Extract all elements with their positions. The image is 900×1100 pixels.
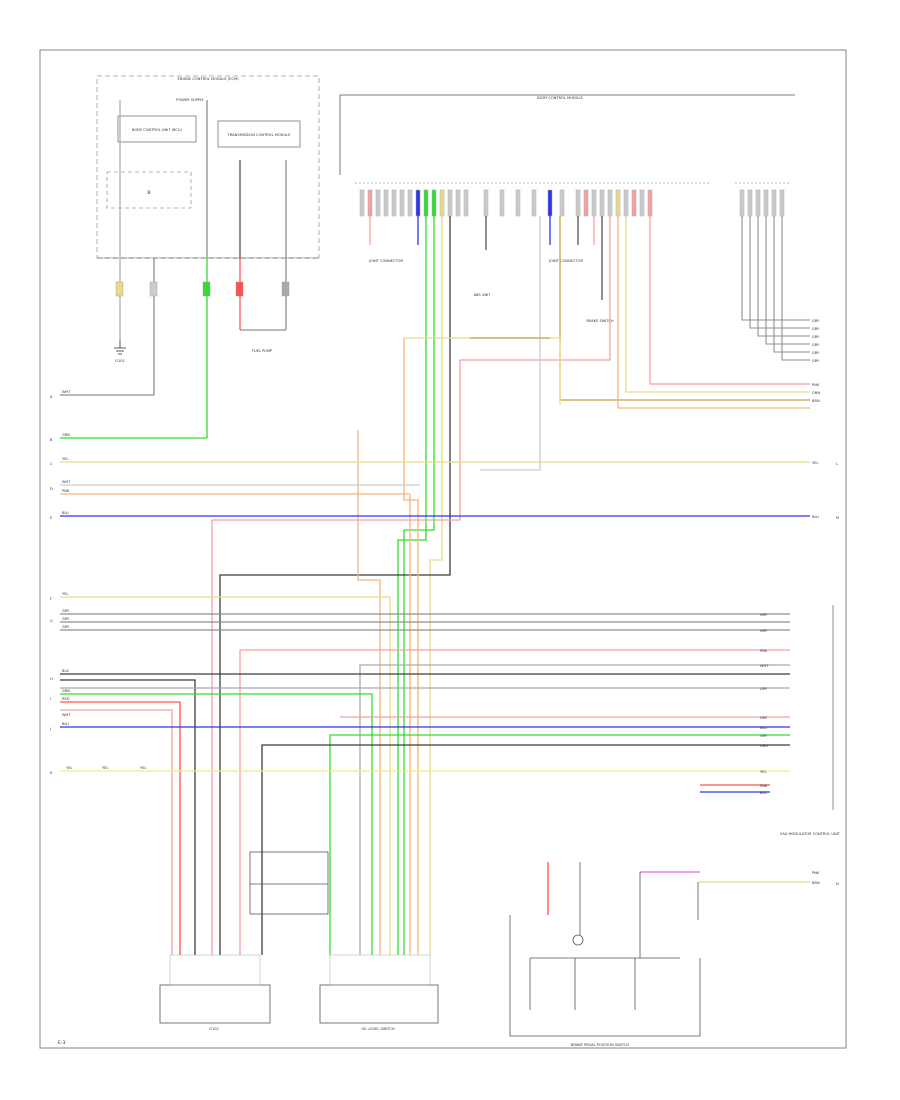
wire-label: BLK <box>62 669 69 673</box>
wire-label: PNK <box>760 649 768 653</box>
wire-label: GRY <box>760 687 768 691</box>
wire-label: GRY <box>760 734 768 738</box>
block-mark: B <box>147 190 150 196</box>
wire-label: BRN <box>812 881 820 885</box>
wire-label: YEL <box>102 766 108 770</box>
left-wire-labels: WHT GRN YEL WHT PNK BLU YEL GRY GRY GRY … <box>62 390 146 770</box>
vsa-label: VSA MODULATOR CONTROL UNIT <box>780 832 841 836</box>
wire-label: GRN <box>62 433 70 437</box>
wire-label: YEL <box>62 457 68 461</box>
wire-label: GRY <box>62 617 70 621</box>
wire-label: BRN <box>812 399 820 403</box>
sub-block-label: BODY CONTROL UNIT (BCU) <box>132 128 182 132</box>
lower-left-connector <box>159 954 271 1024</box>
wire-label: BLU <box>812 515 819 519</box>
wire-label: GRY <box>812 359 820 363</box>
ground-symbol <box>114 340 126 355</box>
side-letter: D <box>50 487 53 491</box>
ecm-label: ENGINE CONTROL MODULE (ECM) <box>177 77 239 81</box>
bus-wires <box>60 394 810 955</box>
bcm-colored-right <box>559 216 810 409</box>
brake-switch-label: BRAKE SWITCH <box>586 319 613 323</box>
side-letter: G <box>50 619 53 623</box>
cross-link-box <box>249 851 329 915</box>
side-letter: B <box>50 438 53 442</box>
wire-label: GRY <box>760 613 768 617</box>
ground-left-label: G101 <box>115 359 125 363</box>
wire-label: GRY <box>62 609 70 613</box>
ecm-block: ENGINE CONTROL MODULE (ECM) POWER SUPPLY… <box>96 75 320 259</box>
tcm-label: TRANSMISSION CONTROL MODULE <box>227 133 291 137</box>
wire-label: PNK <box>62 489 70 493</box>
oil-level-label: OIL LEVEL SWITCH <box>361 1027 395 1031</box>
connector-stub <box>202 281 211 297</box>
ecm-outputs <box>119 100 287 438</box>
wire-label: GRY <box>812 319 820 323</box>
wire-label: BLU <box>760 726 767 730</box>
joint-left-label: JOINT CONNECTOR <box>368 259 403 263</box>
wire-label: BLU <box>62 511 69 515</box>
side-letter: F <box>50 597 52 601</box>
connector-stub <box>149 281 158 297</box>
side-letter: I <box>50 697 51 701</box>
side-letter: E <box>50 516 53 520</box>
brake-pedal-switch-block <box>509 862 810 1037</box>
bottom-title: BRAKE PEDAL POSITION SWITCH <box>571 1043 629 1047</box>
fuel-pump-label: FUEL PUMP <box>252 349 273 353</box>
side-letter: J <box>49 727 51 731</box>
side-letter: K <box>50 771 53 775</box>
wire-label: GRY <box>812 327 820 331</box>
wire-label: BLU <box>760 791 767 795</box>
wire-label: WHT <box>62 390 71 394</box>
wire-label: GRN <box>62 689 70 693</box>
right-letters: L M N <box>836 462 839 886</box>
diagram-border <box>39 49 847 1049</box>
side-letter: M <box>836 516 839 520</box>
bcm-pins <box>359 189 785 217</box>
wire-label: YEL <box>812 461 818 465</box>
wire-label: GRY <box>812 343 820 347</box>
connector-stub <box>235 281 244 297</box>
bcm-right-gray-bundle <box>741 216 810 361</box>
right-wire-labels: GRY GRY GRY GRY GRY GRY PNK ORN BRN YEL … <box>760 319 820 885</box>
wire-label: GRY <box>812 351 820 355</box>
wire-label: BLU <box>62 722 69 726</box>
wire-label: YEL <box>760 770 766 774</box>
side-letter: L <box>836 462 838 466</box>
bcm-down-wires <box>211 216 611 955</box>
wire-label: WHT <box>62 713 71 717</box>
wire-label: GRY <box>760 629 768 633</box>
wire-label: ORN <box>812 391 820 395</box>
joint-right-label: JOINT CONNECTOR <box>548 259 583 263</box>
bcm-block: BODY CONTROL MODULE <box>339 94 795 184</box>
connector-stub <box>281 281 290 297</box>
side-letter: A <box>50 395 53 399</box>
wire-label: GRY <box>62 625 70 629</box>
connector-stub <box>115 281 124 297</box>
wire-label: PNK <box>812 871 820 875</box>
side-letter: C <box>50 462 53 466</box>
page-tag: E-3 <box>58 1040 66 1046</box>
ground-right-label: G102 <box>209 1027 219 1031</box>
abs-unit-label: ABS UNIT <box>474 293 492 297</box>
wire-label: GRY <box>760 716 768 720</box>
wire-label: GRN <box>760 744 768 748</box>
wire-label: PNK <box>812 383 820 387</box>
wire-label: YEL <box>140 766 146 770</box>
bcm-label: BODY CONTROL MODULE <box>537 96 583 100</box>
left-letters: A B C D E F G H I J K <box>49 395 53 775</box>
wire-label: YEL <box>66 766 72 770</box>
wire-label: WHT <box>62 480 71 484</box>
wire-label: RED <box>62 697 70 701</box>
side-letter: N <box>836 882 839 886</box>
wire-label: GRY <box>812 335 820 339</box>
power-supply-label: POWER SUPPLY <box>176 98 204 102</box>
lower-right-connector <box>319 954 439 1024</box>
wire-label: PNK <box>760 784 768 788</box>
side-letter: H <box>50 677 53 681</box>
wire-label: WHT <box>760 664 769 668</box>
wire-label: YEL <box>62 592 68 596</box>
